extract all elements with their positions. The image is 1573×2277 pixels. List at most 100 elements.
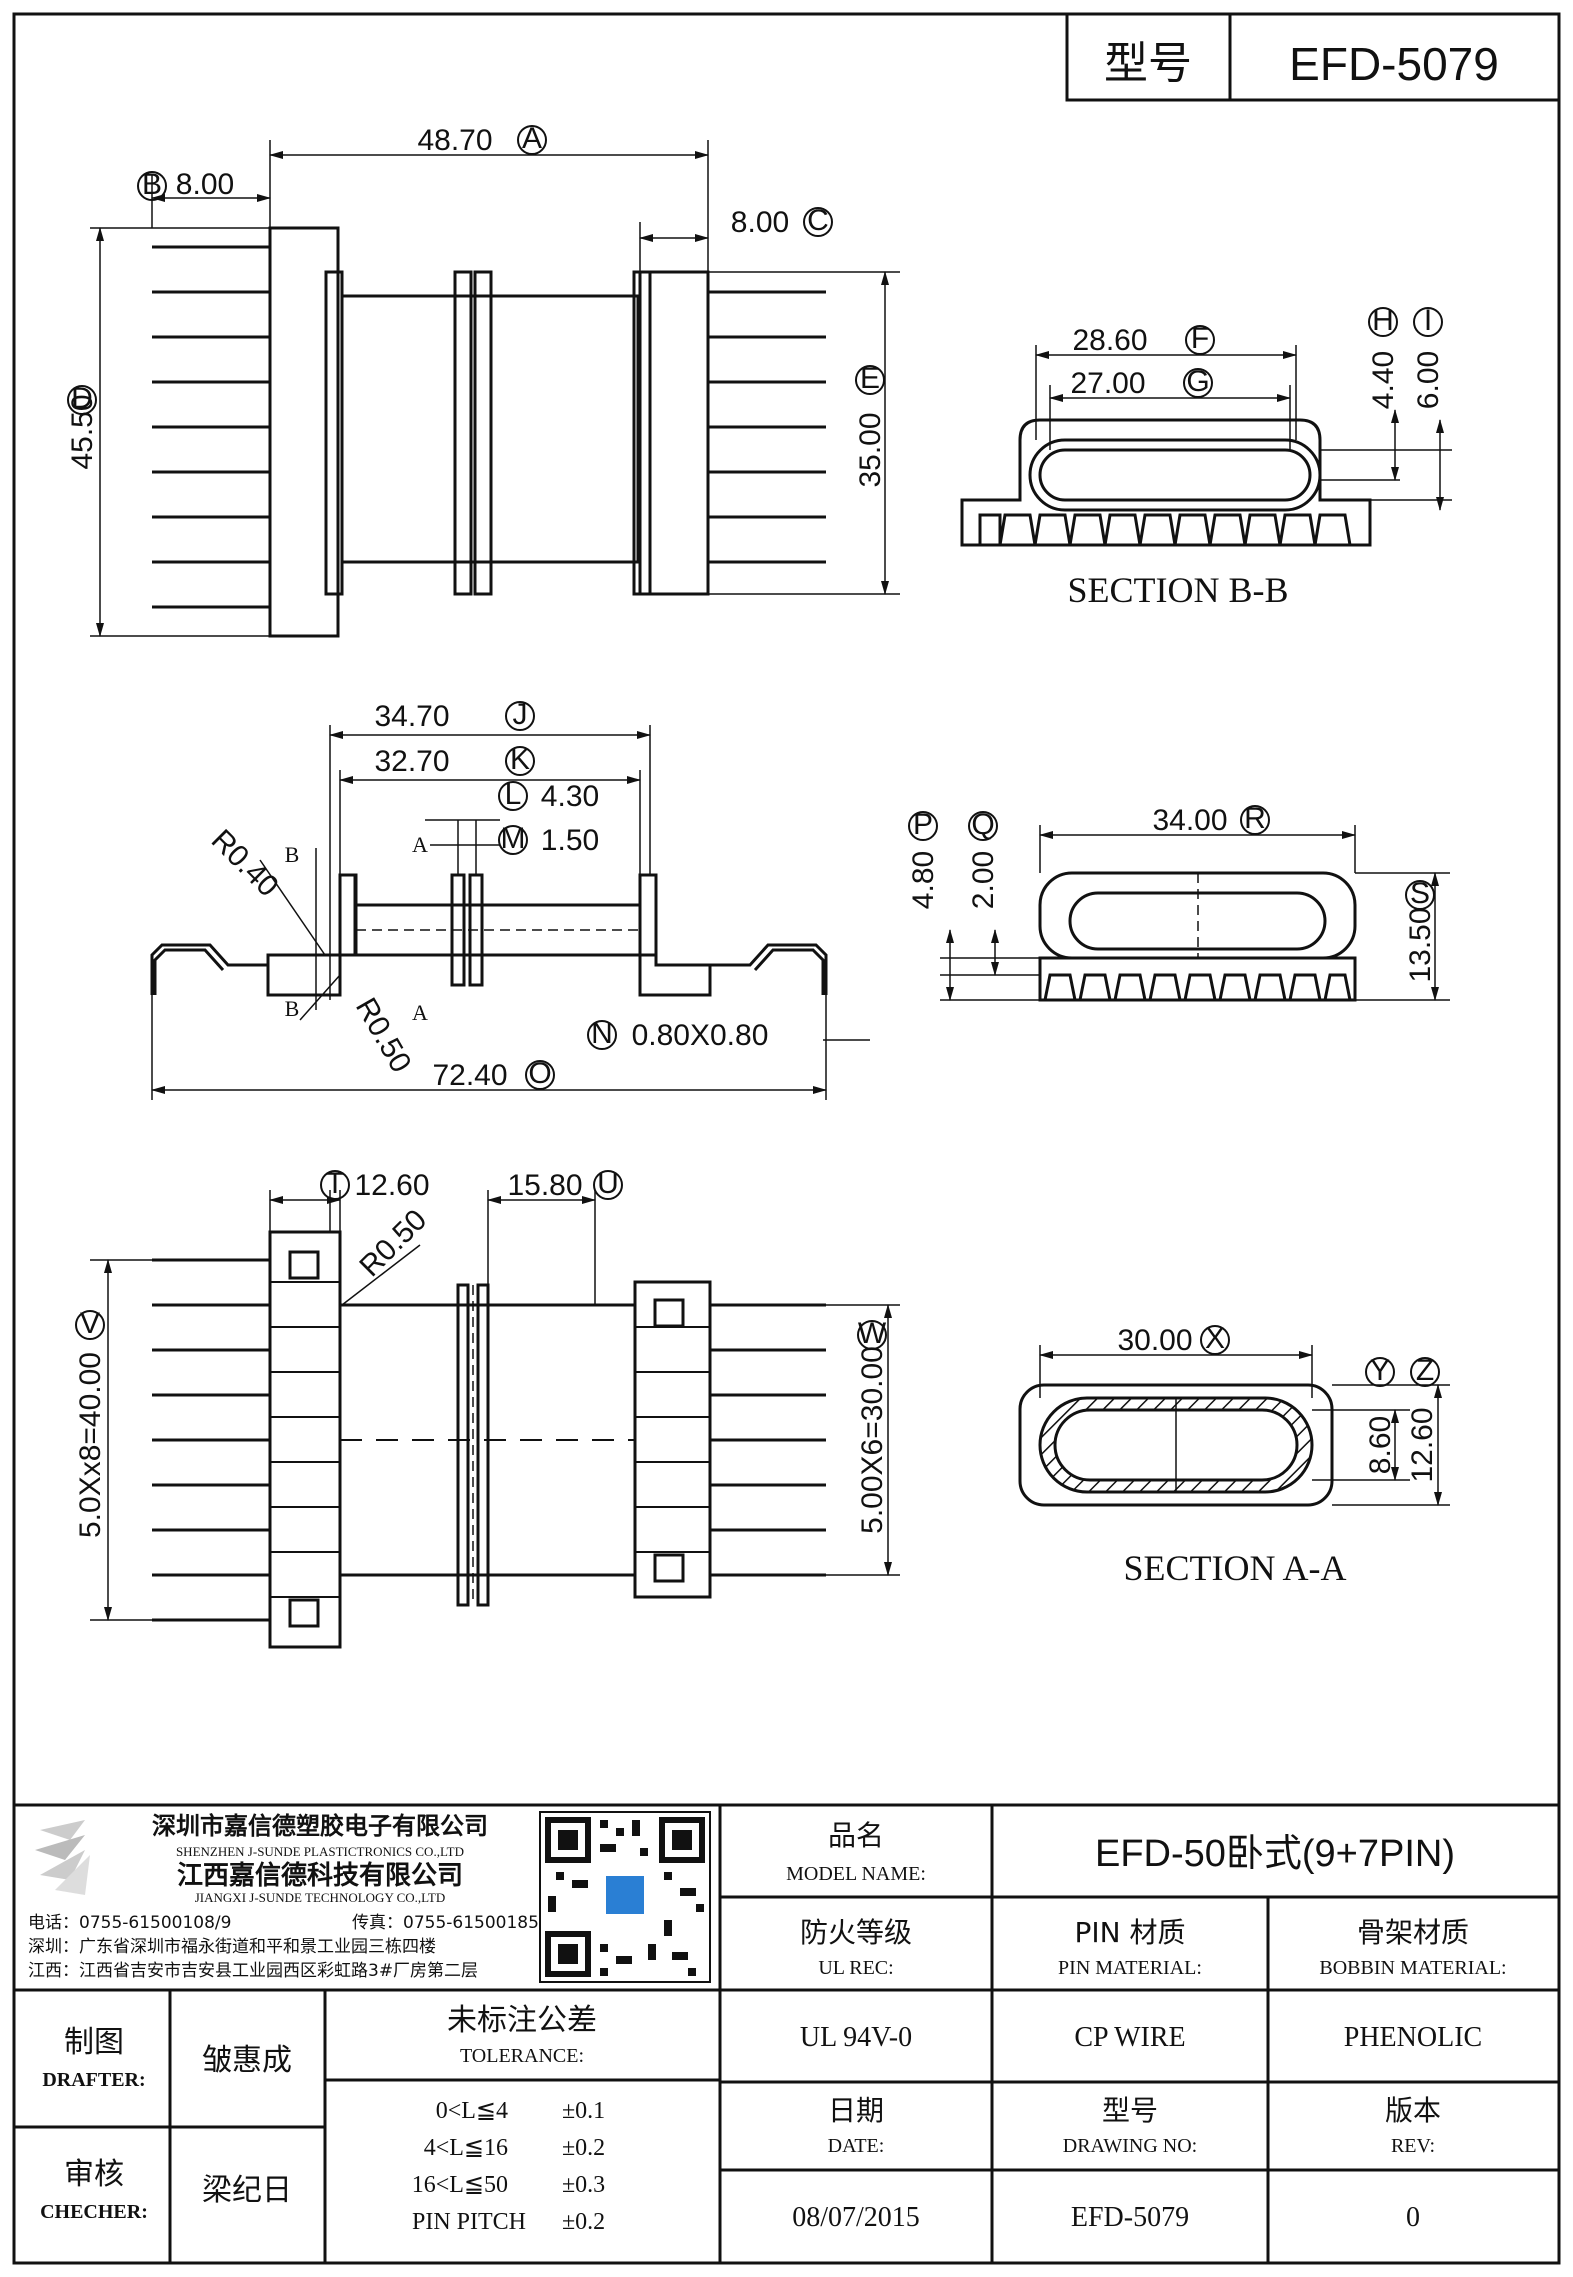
svg-text:J: J xyxy=(513,698,528,731)
header-box: 型号 EFD-5079 xyxy=(1065,12,1561,102)
date-en: DATE: xyxy=(828,2135,885,2157)
company-tel: 电话：0755-61500108/9 xyxy=(28,1913,231,1933)
section-bb-view xyxy=(960,345,1452,547)
dim-e: 35.00 xyxy=(854,412,887,487)
tolerance-value: ±0.3 xyxy=(562,2172,605,2198)
dim-t: 12.60 xyxy=(354,1169,429,1202)
dim-r2: R0.50 xyxy=(349,992,418,1078)
middle-divider-1 xyxy=(453,270,473,596)
company-en-2: JIANGXI J-SUNDE TECHNOLOGY CO.,LTD xyxy=(195,1890,446,1905)
svg-text:Q: Q xyxy=(971,808,994,841)
pin-en: PIN MATERIAL: xyxy=(1058,1957,1202,1979)
tolerance-value: ±0.2 xyxy=(562,2135,605,2161)
left-pins-top xyxy=(152,245,270,609)
company-address-sz: 深圳：广东省深圳市福永街道和平和景工业园三栋四楼 xyxy=(28,1937,436,1957)
rev-cn: 版本 xyxy=(1385,2094,1441,2127)
side-view xyxy=(150,725,870,1100)
dim-y: 8.60 xyxy=(1364,1416,1397,1474)
tolerance-en: TOLERANCE: xyxy=(460,2045,584,2067)
dim-n: 0.80X0.80 xyxy=(632,1019,769,1052)
sheet-border xyxy=(12,12,1561,2265)
cut-b-top: B xyxy=(285,842,300,867)
section-aa-view xyxy=(1018,1345,1450,1507)
date-value: 08/07/2015 xyxy=(792,2202,920,2233)
callout-a xyxy=(517,125,547,155)
company-cn-1: 深圳市嘉信德塑胶电子有限公司 xyxy=(152,1812,488,1840)
model-cn: 品名 xyxy=(828,1819,884,1852)
tolerance-range: 4<L≦16 xyxy=(424,2135,508,2161)
svg-text:A: A xyxy=(522,122,542,155)
company-address-jx: 江西：江西省吉安市吉安县工业园西区彩虹路3#厂房第二层 xyxy=(28,1961,478,1981)
svg-text:P: P xyxy=(913,808,933,841)
svg-text:U: U xyxy=(597,1167,619,1200)
rev-en: REV: xyxy=(1391,2135,1435,2157)
date-cn: 日期 xyxy=(828,2094,884,2127)
svg-text:H: H xyxy=(1372,304,1394,337)
svg-text:C: C xyxy=(807,204,829,237)
svg-text:E: E xyxy=(860,362,880,395)
tolerance-cn: 未标注公差 xyxy=(447,2003,597,2038)
dwg-en: DRAWING NO: xyxy=(1063,2135,1198,2157)
svg-text:K: K xyxy=(510,743,530,776)
svg-text:N: N xyxy=(591,1017,613,1050)
checker-cn: 审核 xyxy=(64,2157,124,2192)
end-view xyxy=(940,825,1450,1002)
tolerance-range: PIN PITCH xyxy=(412,2209,526,2235)
dim-h: 4.40 xyxy=(1367,351,1400,409)
ul-value: UL 94V-0 xyxy=(800,2022,912,2053)
svg-text:I: I xyxy=(1424,304,1432,337)
svg-text:O: O xyxy=(528,1057,551,1090)
dim-l: 4.30 xyxy=(541,780,599,813)
dim-r3: R0.50 xyxy=(353,1203,433,1283)
svg-text:M: M xyxy=(501,822,526,855)
svg-text:B: B xyxy=(142,168,162,201)
left-flange xyxy=(268,226,340,638)
bobbin-value: PHENOLIC xyxy=(1344,2022,1482,2053)
dim-q: 2.00 xyxy=(967,851,1000,909)
bobbin-en: BOBBIN MATERIAL: xyxy=(1319,1957,1506,1979)
left-pins-bottom xyxy=(152,1258,270,1622)
dim-v: 5.0Xx8=40.00 xyxy=(74,1352,107,1538)
top-view xyxy=(90,140,900,638)
cut-a-top: A xyxy=(412,832,428,857)
rev-value: 0 xyxy=(1406,2202,1420,2233)
end-teeth xyxy=(1043,973,1352,1001)
cut-a-bottom: A xyxy=(412,1000,428,1025)
tolerance-range: 0<L≦4 xyxy=(436,2098,508,2124)
ul-en: UL REC: xyxy=(818,1957,893,1979)
dim-p: 4.80 xyxy=(907,851,940,909)
dim-j: 34.70 xyxy=(374,700,449,733)
company-cn-2: 江西嘉信德科技有限公司 xyxy=(177,1861,463,1891)
dim-o: 72.40 xyxy=(432,1059,507,1092)
svg-text:T: T xyxy=(326,1167,344,1200)
dim-b: 8.00 xyxy=(176,168,234,201)
drafter-en: DRAFTER: xyxy=(42,2069,145,2091)
left-flange-bottom xyxy=(268,1230,342,1649)
svg-text:L: L xyxy=(505,778,522,811)
svg-text:S: S xyxy=(1410,877,1430,910)
dim-r: 34.00 xyxy=(1152,804,1227,837)
drafter-value: 皱惠成 xyxy=(202,2043,292,2078)
dim-f: 28.60 xyxy=(1072,324,1147,357)
dim-x: 30.00 xyxy=(1117,1324,1192,1357)
tolerance-value: ±0.1 xyxy=(562,2098,605,2124)
dim-m: 1.50 xyxy=(541,824,599,857)
model-value: EFD-50卧式(9+7PIN) xyxy=(1095,1833,1455,1875)
dim-g: 27.00 xyxy=(1070,367,1145,400)
bobbin-cn: 骨架材质 xyxy=(1357,1916,1469,1949)
svg-text:F: F xyxy=(1191,322,1209,355)
cut-b-bottom: B xyxy=(285,996,300,1021)
section-aa-label: SECTION A-A xyxy=(1124,1548,1347,1588)
dwg-value: EFD-5079 xyxy=(1071,2202,1189,2233)
header-value: EFD-5079 xyxy=(1289,38,1499,90)
model-en: MODEL NAME: xyxy=(786,1863,926,1885)
checker-en: CHECHER: xyxy=(40,2201,148,2223)
right-pins-bottom xyxy=(710,1303,826,1577)
dim-w: 5.00X6=30.00 xyxy=(856,1346,889,1534)
company-logo xyxy=(35,1820,90,1895)
tolerance-range: 16<L≦50 xyxy=(412,2172,508,2198)
middle-divider-2 xyxy=(473,270,493,596)
right-flange-bottom xyxy=(633,1280,712,1599)
tolerance-table: 0<L≦4 ±0.1 4<L≦16 ±0.2 16<L≦50 ±0.3 PIN … xyxy=(412,2098,605,2235)
dim-r1: R0.40 xyxy=(205,823,285,903)
